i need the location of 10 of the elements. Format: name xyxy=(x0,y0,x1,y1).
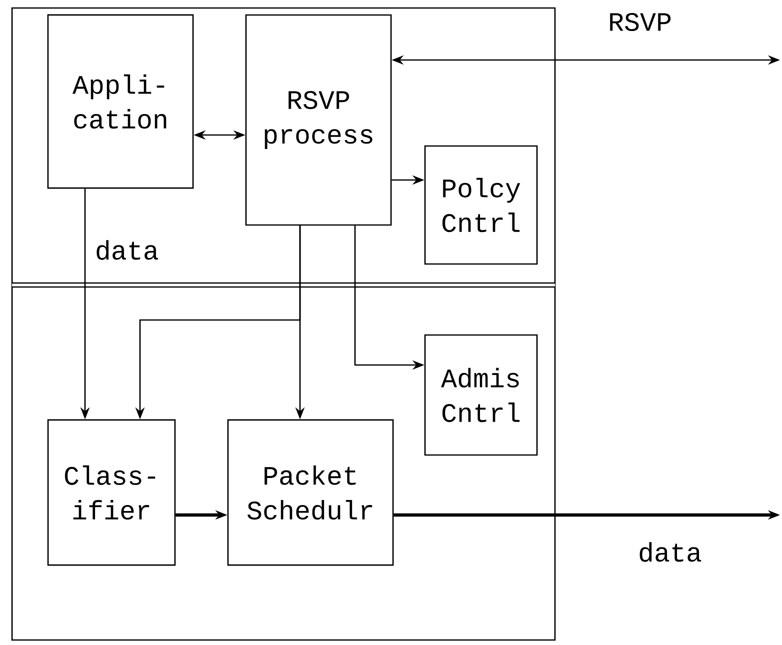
scheduler-box: Packet Schedulr xyxy=(227,419,394,566)
application-box: Appli- cation xyxy=(47,14,194,189)
host-box xyxy=(11,7,556,641)
edge-label: data xyxy=(635,540,705,564)
control-box: Admis Cntrl xyxy=(424,334,538,456)
control-box: Polcy Cntrl xyxy=(424,145,538,265)
edge-label: data xyxy=(92,238,162,262)
process-box: RSVP process xyxy=(245,14,392,226)
edge-label: RSVP xyxy=(605,10,675,34)
classifier-box: Class- ifier xyxy=(47,419,176,566)
